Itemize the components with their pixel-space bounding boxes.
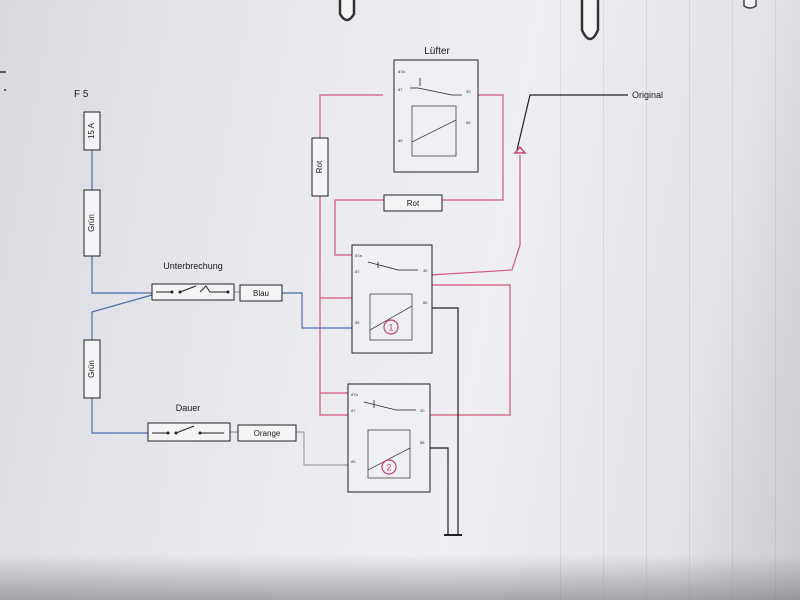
bottom-shadow: [0, 555, 800, 600]
grey-wires: [230, 291, 348, 466]
svg-text:Orange: Orange: [254, 429, 281, 438]
paper-grid: [560, 0, 800, 600]
wire-label-orange: Orange: [237, 424, 297, 442]
binder-rings: [338, 0, 757, 41]
relay-2-number: 2: [386, 462, 391, 472]
relay-1-number: 1: [388, 322, 393, 332]
relay-2: 2 87a 87 30 86 85: [347, 383, 431, 493]
svg-text:85: 85: [355, 320, 360, 325]
fuse-name: F 5: [74, 89, 89, 100]
original-wire: [516, 94, 628, 151]
switch-permanent: [147, 422, 231, 442]
relay-1: 1 87a 87 30 86 85: [351, 244, 433, 354]
fuse-rating: 15 A: [87, 122, 96, 139]
svg-text:87: 87: [398, 87, 403, 92]
svg-text:85: 85: [398, 138, 403, 143]
red-wire-relay1: [334, 199, 384, 256]
svg-text:87a: 87a: [351, 392, 358, 397]
svg-text:Blau: Blau: [253, 289, 269, 298]
svg-text:87: 87: [351, 408, 356, 413]
svg-text:30: 30: [423, 268, 428, 273]
connector-marker: [513, 145, 527, 154]
svg-text:Grün: Grün: [87, 360, 96, 378]
black-wires: [428, 94, 628, 536]
wire-label-rot-vertical: Rot: [311, 137, 329, 197]
wire-label-rot-horizontal: Rot: [383, 194, 443, 212]
svg-text:86: 86: [420, 440, 425, 445]
original-label: Original: [632, 90, 663, 100]
svg-text:86: 86: [466, 120, 471, 125]
svg-text:30: 30: [466, 89, 471, 94]
svg-text:87a: 87a: [355, 253, 362, 258]
svg-text:30: 30: [420, 408, 425, 413]
switch-label-interrupt: Unterbrechung: [163, 261, 223, 271]
svg-text:Rot: Rot: [315, 160, 324, 173]
svg-text:Grün: Grün: [87, 214, 96, 232]
fan-relay: 87a 87 30 86 85: [393, 59, 479, 173]
wire-label-blau: Blau: [239, 284, 283, 302]
fuse-box: 15 A: [83, 111, 101, 151]
red-wire-fan: [442, 94, 504, 201]
blue-wires: [91, 150, 352, 434]
wire-label-gruen-bottom: Grün: [83, 339, 101, 399]
switch-interrupt: [151, 283, 235, 301]
fan-relay-title: Lüfter: [424, 46, 450, 57]
svg-text:87a: 87a: [398, 69, 405, 74]
svg-text:87: 87: [355, 269, 360, 274]
wire-label-gruen-top: Grün: [83, 189, 101, 257]
black-wire-relay2: [428, 447, 449, 535]
svg-text:Rot: Rot: [407, 199, 420, 208]
black-wire-relay1: [430, 307, 459, 535]
svg-text:85: 85: [351, 459, 356, 464]
margin-marks: [0, 71, 6, 91]
switch-label-permanent: Dauer: [176, 403, 201, 413]
svg-text:86: 86: [423, 300, 428, 305]
red-wire-original: [429, 155, 521, 276]
